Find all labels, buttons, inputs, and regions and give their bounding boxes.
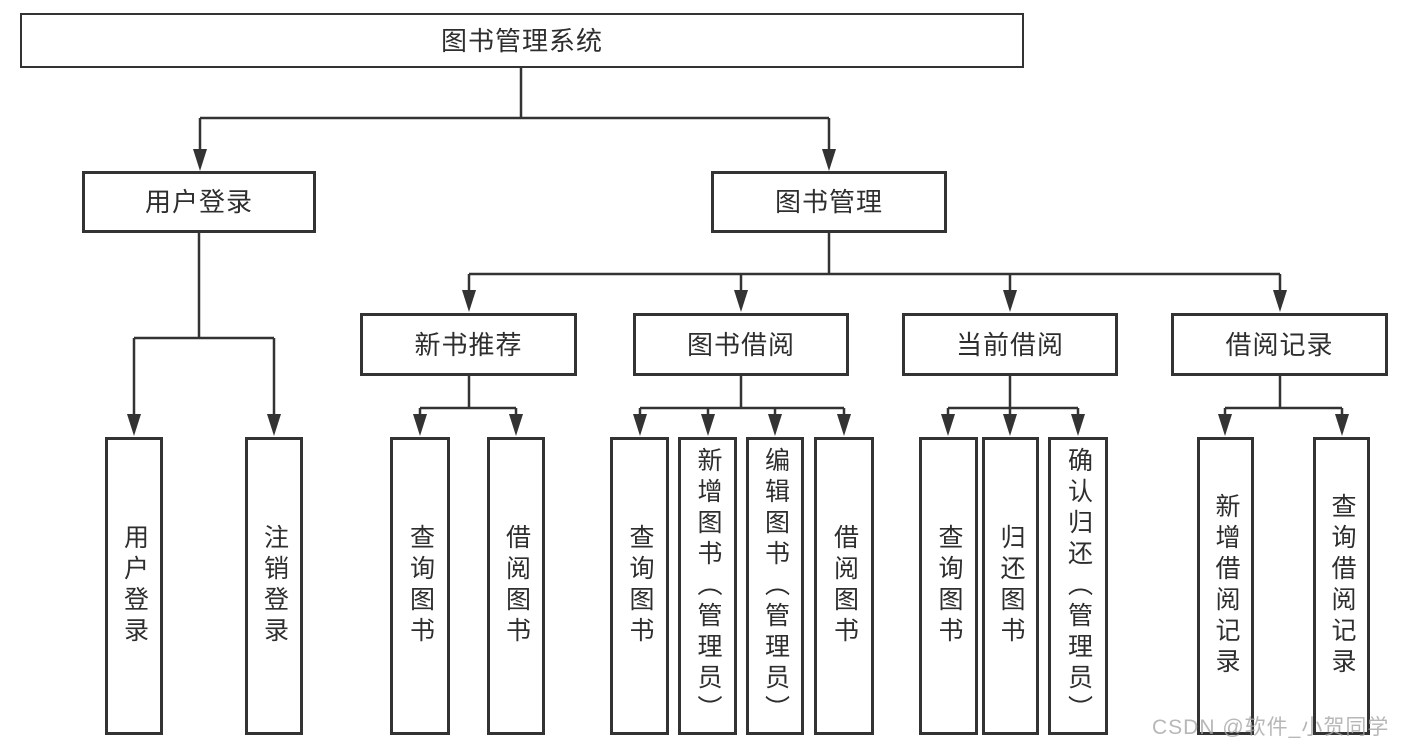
watermark: CSDN @软件_小贺同学 [1152,716,1390,739]
node-current-borrow-label: 当前借阅 [955,329,1064,360]
connector-edges [132,68,1344,418]
arrow-down-icon [1003,290,1017,312]
leaf-cb-return-books-label: 归还图书 [997,524,1025,648]
arrow-down-icon [193,149,207,171]
arrow-down-icon [837,414,851,436]
leaf-user-login: 用户登录 [105,437,163,735]
arrow-down-icon [267,414,281,436]
node-borrow-records: 借阅记录 [1171,313,1388,376]
leaf-br-query-record-label: 查询借阅记录 [1328,493,1356,679]
node-borrow-records-label: 借阅记录 [1225,329,1334,360]
leaf-nb-query-books-label: 查询图书 [406,524,435,648]
leaf-nb-borrow-books-label: 借阅图书 [502,524,531,648]
leaf-bb-add-books-admin-label: 新增图书（管理员） [694,446,722,726]
leaf-bb-borrow-books: 借阅图书 [814,437,874,735]
arrow-down-icon [633,414,647,436]
arrow-down-icons [127,149,1349,436]
arrow-down-icon [1071,414,1085,436]
leaf-logout: 注销登录 [245,437,303,735]
arrow-down-icon [127,414,141,436]
leaf-br-add-record: 新增借阅记录 [1197,437,1254,735]
arrow-down-icon [768,414,782,436]
node-user-login: 用户登录 [82,171,316,233]
leaf-nb-query-books: 查询图书 [390,437,450,735]
leaf-br-add-record-label: 新增借阅记录 [1212,493,1240,679]
leaf-cb-return-books: 归还图书 [982,437,1039,735]
leaf-bb-edit-books-admin: 编辑图书（管理员） [746,437,804,735]
arrow-down-icon [1218,414,1232,436]
node-library-system: 图书管理系统 [20,13,1024,68]
node-current-borrow: 当前借阅 [902,313,1118,376]
node-new-book-recommend-label: 新书推荐 [414,329,523,360]
arrow-down-icon [462,290,476,312]
arrow-down-icon [701,414,715,436]
leaf-bb-query-books: 查询图书 [610,437,669,735]
node-book-borrow-label: 图书借阅 [686,329,795,360]
arrow-down-icon [941,414,955,436]
leaf-cb-confirm-return-admin-label: 确认归还（管理员） [1064,446,1093,726]
leaf-nb-borrow-books: 借阅图书 [487,437,545,735]
leaf-logout-label: 注销登录 [260,524,289,648]
arrow-down-icon [1003,414,1017,436]
leaf-user-login-label: 用户登录 [120,524,149,648]
leaf-cb-query-books: 查询图书 [919,437,978,735]
node-book-management-label: 图书管理 [774,187,883,217]
arrow-down-icon [413,414,427,436]
leaf-bb-borrow-books-label: 借阅图书 [830,524,859,648]
leaf-bb-edit-books-admin-label: 编辑图书（管理员） [761,446,790,726]
leaf-bb-add-books-admin: 新增图书（管理员） [678,437,737,735]
node-user-login-label: 用户登录 [144,187,253,217]
arrow-down-icon [1335,414,1349,436]
node-library-system-label: 图书管理系统 [440,25,603,56]
arrow-down-icon [1273,290,1287,312]
arrow-down-icon [822,149,836,171]
node-book-management: 图书管理 [711,171,947,233]
arrow-down-icon [509,414,523,436]
leaf-cb-confirm-return-admin: 确认归还（管理员） [1048,437,1108,735]
leaf-br-query-record: 查询借阅记录 [1313,437,1370,735]
arrow-down-icon [734,290,748,312]
node-new-book-recommend: 新书推荐 [360,313,577,376]
leaf-bb-query-books-label: 查询图书 [626,524,654,648]
leaf-cb-query-books-label: 查询图书 [935,524,963,648]
node-book-borrow: 图书借阅 [633,313,849,376]
